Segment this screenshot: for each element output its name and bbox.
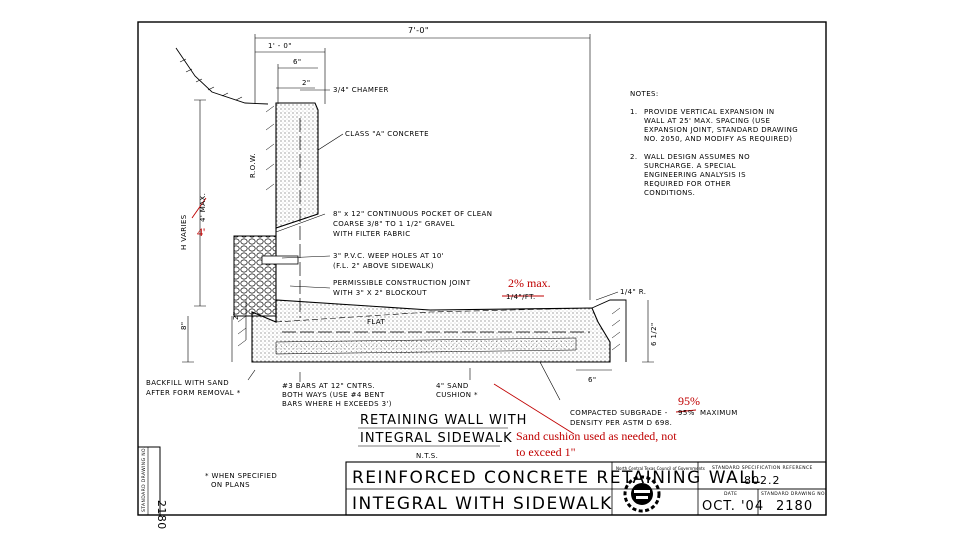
note-1-line-2: WALL AT 25' MAX. SPACING (USE: [644, 117, 770, 125]
dim-overall-width: 7'-0": [408, 26, 429, 35]
wall-section: [175, 47, 627, 363]
note-2-line-4: REQUIRED FOR OTHER: [644, 180, 731, 188]
title-line-1: REINFORCED CONCRETE RETAINING WALL: [352, 468, 761, 488]
notes-heading: NOTES:: [630, 90, 659, 98]
weep-hole: [261, 255, 299, 265]
subgrade-right: [591, 299, 627, 362]
sand-leader: [493, 383, 575, 435]
dim-two-in: 2": [302, 79, 310, 87]
strike-four-max: [191, 197, 207, 219]
dim-top-width: 1' - 0": [268, 42, 292, 50]
note-1-line-1: PROVIDE VERTICAL EXPANSION IN: [644, 108, 774, 116]
dim-h-varies: H VARIES: [180, 214, 188, 250]
spec-ref-label: STANDARD SPECIFICATION REFERENCE: [712, 465, 813, 471]
note-2-number: 2.: [630, 153, 637, 161]
red-markups: [191, 197, 697, 435]
dim-six-bottom: 6": [588, 376, 596, 384]
callout-bars-3: BARS WHERE H EXCEEDS 3'): [282, 400, 392, 408]
side-label: STANDARD DRAWING NO.: [141, 446, 147, 512]
council-logo-icon: [623, 475, 661, 513]
dim-slope-old: 1/4"/FT.: [506, 293, 536, 301]
drawing-no-value: 2180: [776, 499, 813, 514]
callout-sand-2: CUSHION *: [436, 391, 478, 399]
dim-two-left: 2": [232, 312, 240, 320]
callout-sand-1: 4" SAND: [436, 382, 469, 390]
note-1-number: 1.: [630, 108, 637, 116]
title-line-2: INTEGRAL WITH SIDEWALK: [352, 494, 613, 514]
dim-six-top: 6": [293, 58, 301, 66]
callout-subgrade-1: COMPACTED SUBGRADE -: [570, 409, 668, 417]
note-1-line-3: EXPANSION JOINT, STANDARD DRAWING: [644, 126, 798, 134]
callout-chamfer: 3/4" CHAMFER: [333, 86, 389, 94]
when-specified-1: * WHEN SPECIFIED: [205, 472, 277, 480]
dim-quarter-r: 1/4" R.: [620, 288, 646, 296]
callout-backfill-2: AFTER FORM REMOVAL *: [146, 389, 241, 397]
dim-six-half: 6 1/2": [650, 322, 658, 346]
callout-subgrade-2: DENSITY PER ASTM D 698.: [570, 419, 672, 427]
detail-title-line-1: RETAINING WALL WITH: [360, 413, 527, 428]
callout-bars-1: #3 BARS AT 12" CNTRS.: [282, 382, 375, 390]
note-1-line-4: NO. 2050, AND MODIFY AS REQUIRED): [644, 135, 792, 143]
callout-weep-2: (F.L. 2" ABOVE SIDEWALK): [333, 262, 434, 270]
red-slope-label: 2% max.: [508, 276, 551, 290]
callout-pocket-1: 8" x 12" CONTINUOUS POCKET OF CLEAN: [333, 210, 492, 218]
dim-four-max: 4' MAX.: [199, 193, 207, 222]
side-number: 2180: [155, 500, 168, 530]
wall-stem: [275, 102, 319, 229]
callout-subgrade-pct: 95%: [678, 409, 695, 417]
callout-bars-2: BOTH WAYS (USE #4 BENT: [282, 391, 385, 399]
dim-eight-left: 8": [180, 322, 188, 330]
detail-scale: N.T.S.: [416, 452, 438, 460]
callout-subgrade-max: MAXIMUM: [700, 409, 738, 417]
callout-pocket-2: COARSE 3/8" TO 1 1/2" GRAVEL: [333, 220, 455, 228]
note-2-line-2: SURCHARGE. A SPECIAL: [644, 162, 736, 170]
callout-concrete: CLASS "A" CONCRETE: [345, 130, 429, 138]
note-2-line-5: CONDITIONS.: [644, 189, 695, 197]
callout-backfill-1: BACKFILL WITH SAND: [146, 379, 229, 387]
ground-line: [175, 47, 269, 105]
strike-percent: [675, 409, 697, 413]
dim-row: R.O.W.: [249, 153, 257, 178]
gravel-pocket: [233, 235, 277, 317]
dimension-lines: [182, 34, 654, 371]
when-specified-2: ON PLANS: [211, 481, 250, 489]
callout-weep-1: 3" P.V.C. WEEP HOLES AT 10': [333, 252, 444, 260]
drawing-no-label: STANDARD DRAWING NO.: [761, 491, 827, 497]
note-2-line-1: WALL DESIGN ASSUMES NO: [644, 153, 750, 161]
red-percent-label: 95%: [678, 394, 700, 408]
note-2-line-3: ENGINEERING ANALYSIS IS: [644, 171, 746, 179]
red-sand-note-2: to exceed 1": [516, 445, 576, 459]
title-block: [137, 446, 827, 516]
dim-flat: FLAT: [367, 318, 386, 326]
red-four-label: 4': [197, 225, 205, 239]
callout-joint-1: PERMISSIBLE CONSTRUCTION JOINT: [333, 279, 471, 287]
callout-joint-2: WITH 3" X 2" BLOCKOUT: [333, 289, 427, 297]
leader-lines: [247, 89, 619, 401]
sand-cushion: [275, 337, 577, 355]
council-name: North Central Texas Council of Governmen…: [616, 466, 705, 471]
callout-pocket-3: WITH FILTER FABRIC: [333, 230, 411, 238]
date-value: OCT. '04: [702, 499, 764, 514]
detail-title-line-2: INTEGRAL SIDEWALK: [360, 431, 513, 446]
spec-ref-value: 802.2: [744, 474, 781, 487]
date-label: DATE: [724, 491, 737, 497]
notes-block: NOTES: 1. PROVIDE VERTICAL EXPANSION IN …: [630, 90, 798, 197]
red-sand-note-1: Sand cushion used as needed, not: [516, 429, 677, 443]
